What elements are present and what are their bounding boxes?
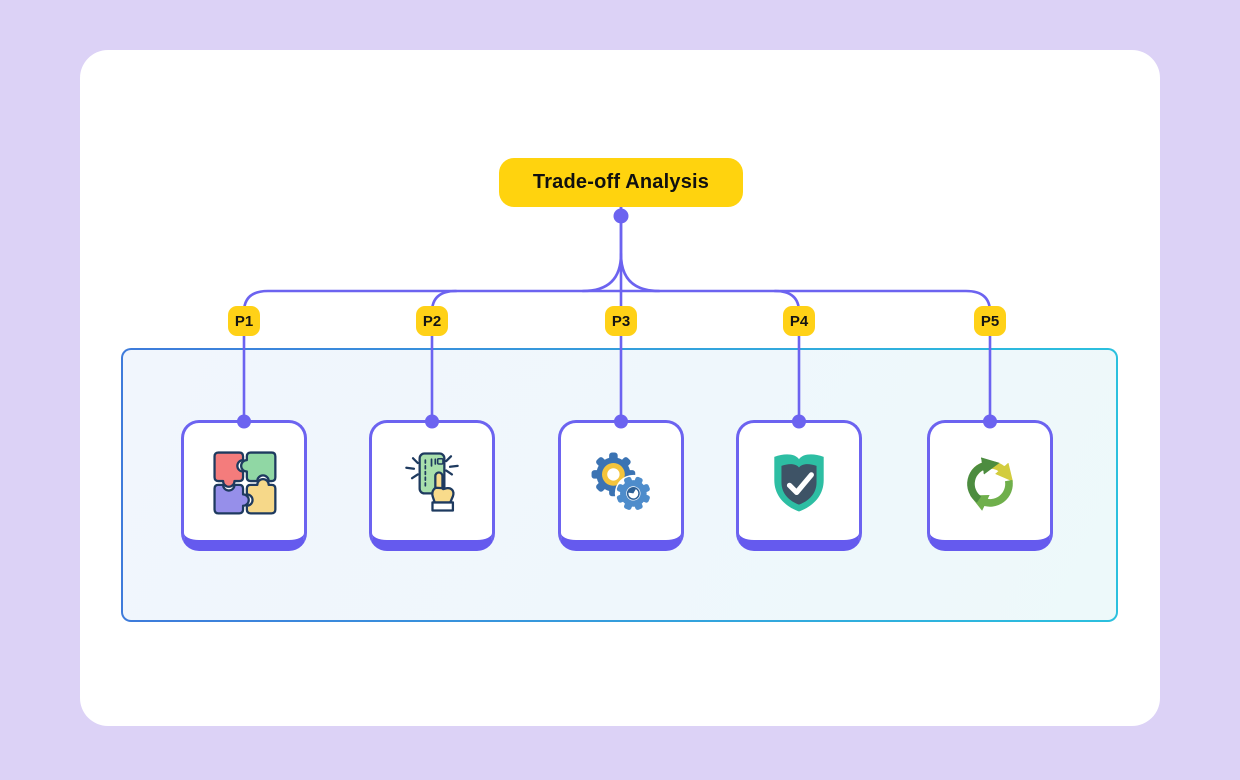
branch-label: P1	[234, 312, 254, 330]
gears-icon	[591, 452, 652, 512]
branch-node-p5[interactable]: P5	[974, 306, 1006, 336]
branch-node-p3[interactable]: P3	[605, 306, 637, 336]
branch-node-p1[interactable]: P1	[228, 306, 260, 336]
root-node-label: Trade-off Analysis	[532, 171, 710, 193]
tap-to-pay-icon	[405, 451, 459, 512]
branch-label: P2	[422, 312, 442, 330]
branch-card-p5[interactable]	[927, 420, 1053, 551]
shield-check-icon	[774, 453, 824, 511]
branch-node-p2[interactable]: P2	[416, 306, 448, 336]
branch-label: P3	[611, 312, 631, 330]
branch-label: P4	[789, 312, 809, 330]
branch-card-p2[interactable]	[369, 420, 495, 551]
recycle-arrows-icon	[967, 456, 1013, 511]
branch-card-p4[interactable]	[736, 420, 862, 551]
puzzle-pieces-icon	[213, 450, 277, 514]
branch-node-p4[interactable]: P4	[783, 306, 815, 336]
branch-card-p1[interactable]	[181, 420, 307, 551]
branch-card-p3[interactable]	[558, 420, 684, 551]
root-node[interactable]: Trade-off Analysis	[499, 158, 743, 207]
branch-label: P5	[980, 312, 1000, 330]
